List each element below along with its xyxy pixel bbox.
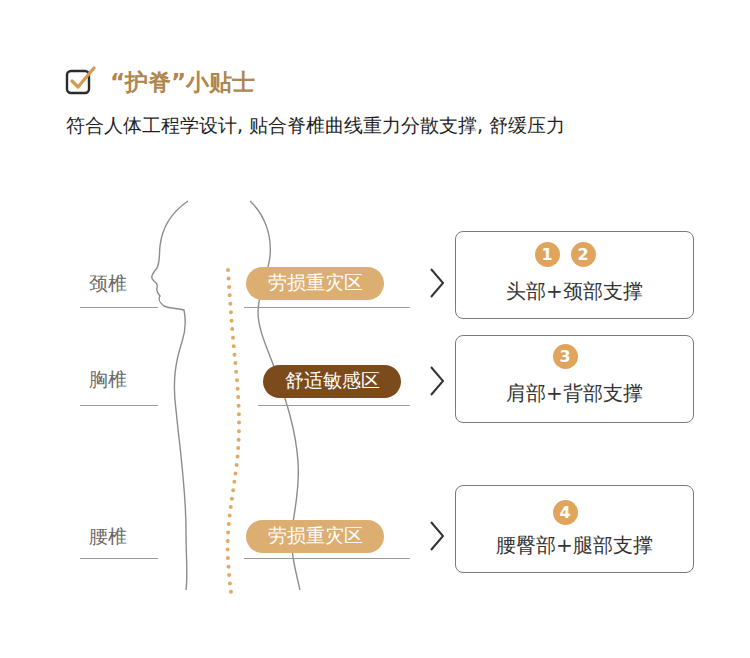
spine-label: 颈椎 [89, 271, 127, 297]
chevron-stroke [431, 367, 443, 395]
chevron-stroke [431, 522, 443, 550]
zone-text: 劳损重灾区 [268, 523, 363, 549]
callout-number: 2 [571, 242, 596, 267]
chevron-arrow [431, 269, 443, 297]
check-icon [67, 68, 94, 93]
support-text: 腰臀部+腿部支撑 [456, 532, 693, 559]
callout-number: 4 [553, 500, 578, 525]
chevron-arrow [431, 522, 443, 550]
callout-number: 1 [535, 242, 560, 267]
title: “护脊”小贴士 [110, 67, 255, 98]
zone-text: 舒适敏感区 [285, 368, 380, 394]
callout-number: 3 [553, 344, 578, 369]
subtitle: 符合人体工程学设计, 贴合脊椎曲线重力分散支撑, 舒缓压力 [66, 113, 565, 139]
zone-pill: 劳损重灾区 [246, 267, 384, 300]
support-text: 肩部+背部支撑 [456, 380, 693, 407]
zone-pill: 舒适敏感区 [263, 365, 401, 398]
row-rule [80, 308, 410, 559]
spine-label: 胸椎 [89, 367, 127, 393]
zone-pill: 劳损重灾区 [246, 520, 384, 553]
zone-text: 劳损重灾区 [268, 270, 363, 296]
number-text: 4 [559, 503, 570, 522]
number-text: 3 [559, 347, 570, 366]
number-text: 1 [541, 245, 552, 264]
number-text: 2 [577, 245, 588, 264]
body-outline [152, 201, 188, 590]
chevron-arrow [431, 367, 443, 395]
support-box: 肩部+背部支撑 3 [455, 335, 694, 423]
spine-dots [228, 270, 239, 592]
support-box: 腰臀部+腿部支撑 4 [455, 485, 694, 573]
spine-label: 腰椎 [89, 524, 127, 550]
chevron-stroke [431, 269, 443, 297]
support-text: 头部+颈部支撑 [456, 278, 693, 305]
support-box: 头部+颈部支撑 1 2 [455, 231, 694, 319]
